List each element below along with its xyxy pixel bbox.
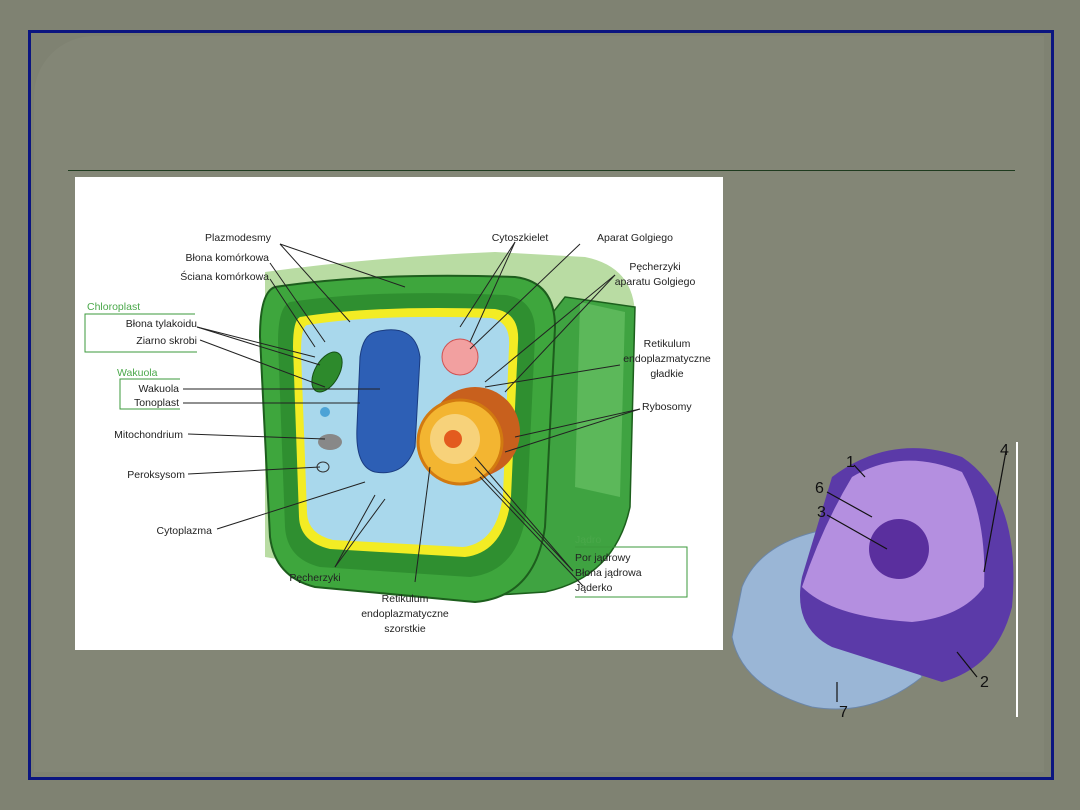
leader-lines: [183, 241, 641, 587]
label-cytoszkielet: Cytoszkielet: [492, 232, 549, 244]
label-retikulum-szorstkie-3: szorstkie: [384, 623, 426, 635]
plant-cell-diagram: Plazmodesmy Błona komórkowa Ściana komór…: [75, 177, 723, 650]
label-sciana-komorkowa: Ściana komórkowa: [180, 270, 269, 283]
label-tonoplast: Tonoplast: [134, 397, 179, 409]
label-pecherzyki-golgiego-1: Pęcherzyki: [629, 261, 680, 273]
cell-wall-face: [575, 302, 625, 497]
label-wakuola: Wakuola: [139, 383, 180, 395]
nucleus-leader-lines: [826, 450, 1007, 702]
nucleus-label-3: 3: [817, 504, 826, 521]
label-mitochondrium: Mitochondrium: [114, 429, 183, 441]
label-blona-tylakoidu: Błona tylakoidu: [126, 318, 197, 330]
label-por-jadrowy: Por jądrowy: [575, 552, 631, 564]
nucleus-label-1: 1: [846, 454, 855, 471]
golgi-apparatus: [441, 338, 479, 376]
nucleus-label-4: 4: [1000, 442, 1009, 459]
nucleus-label-7: 7: [839, 704, 848, 721]
vacuole: [356, 329, 421, 474]
title-divider: [68, 170, 1015, 171]
label-pecherzyki: Pęcherzyki: [289, 572, 340, 584]
mitochondrion: [318, 434, 342, 450]
label-jaderko: Jąderko: [575, 582, 613, 594]
label-retikulum-szorstkie-1: Retikulum: [382, 593, 429, 605]
slide-frame: [28, 30, 1054, 780]
label-aparat-golgiego: Aparat Golgiego: [597, 232, 673, 244]
nucleolus: [869, 519, 929, 579]
nucleolus: [444, 430, 462, 448]
chloroplast: [311, 351, 343, 393]
label-chloroplast-group: Chloroplast: [87, 301, 140, 313]
label-blona-komorkowa: Błona komórkowa: [186, 252, 270, 264]
label-cytoplazma: Cytoplazma: [157, 525, 213, 537]
label-jadro-group: Jądro: [575, 534, 601, 546]
label-plazmodesmy: Plazmodesmy: [205, 232, 272, 244]
nucleus-label-6: 6: [815, 480, 824, 497]
label-rybosomy: Rybosomy: [642, 401, 692, 413]
nucleus-diagram: 1 6 3 4 2 7: [722, 437, 1022, 722]
label-group-boxes: [84, 313, 688, 598]
label-wakuola-group: Wakuola: [117, 367, 158, 379]
label-retikulum-gladkie-3: gładkie: [650, 368, 683, 380]
label-blona-jadrowa: Błona jądrowa: [575, 567, 642, 579]
peroxisome: [320, 407, 330, 417]
label-retikulum-gladkie-2: endoplazmatyczne: [623, 353, 711, 365]
label-retikulum-gladkie-1: Retikulum: [644, 338, 691, 350]
label-pecherzyki-golgiego-2: aparatu Golgiego: [615, 276, 696, 288]
nucleus-label-2: 2: [980, 674, 989, 691]
label-retikulum-szorstkie-2: endoplazmatyczne: [361, 608, 449, 620]
label-ziarno-skrobi: Ziarno skrobi: [136, 335, 197, 347]
label-peroksysom: Peroksysom: [127, 469, 185, 481]
